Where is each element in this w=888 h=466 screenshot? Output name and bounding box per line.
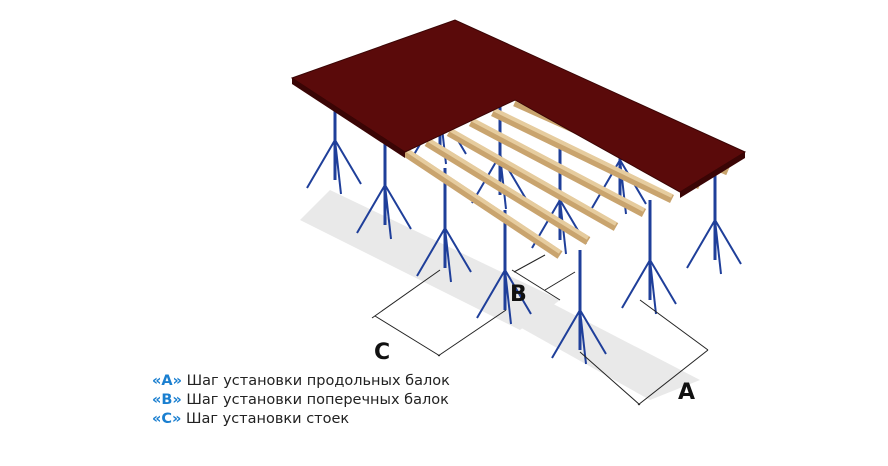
wooden-beam [424,138,591,245]
shadows [300,190,700,400]
prop-tripod-leg [384,184,392,240]
legend-item-a: «A» Шаг установки продольных балок [152,372,450,391]
legend-key: «C» [152,411,182,427]
wooden-beam [468,118,647,217]
dimension-label-c: C [374,340,391,365]
wooden-beam [446,128,619,231]
legend-item-c: «C» Шаг установки стоек [152,410,450,429]
wooden-beam-top [448,127,617,226]
prop-tripod-leg [334,139,342,195]
prop-tripod-leg [579,309,587,365]
dimension-label-b: B [510,282,527,307]
prop-tripod-leg [444,227,452,283]
legend-text: Шаг установки стоек [186,411,350,427]
wooden-beam-top [403,147,562,254]
legend-item-b: «B» Шаг установки поперечных балок [152,391,450,410]
legend-text: Шаг установки продольных балок [186,373,450,389]
wooden-beam-top [492,107,673,198]
legend-text: Шаг установки поперечных балок [186,392,449,408]
wooden-beam [402,148,563,259]
prop-tripod-leg [714,219,722,275]
wooden-beam-top [470,117,645,212]
legend-key: «B» [152,392,182,408]
legend-key: «A» [152,373,182,389]
wooden-beam-top [425,137,590,240]
slab-edge-right [680,152,745,198]
dimension-label-a: A [678,380,696,405]
legend: «A» Шаг установки продольных балок «B» Ш… [152,372,450,429]
prop-tripod-leg [649,259,657,315]
slab-edge [292,78,405,158]
dimension-lines [371,254,709,406]
prop-tripod-leg [504,269,512,325]
wooden-beam [491,107,674,204]
